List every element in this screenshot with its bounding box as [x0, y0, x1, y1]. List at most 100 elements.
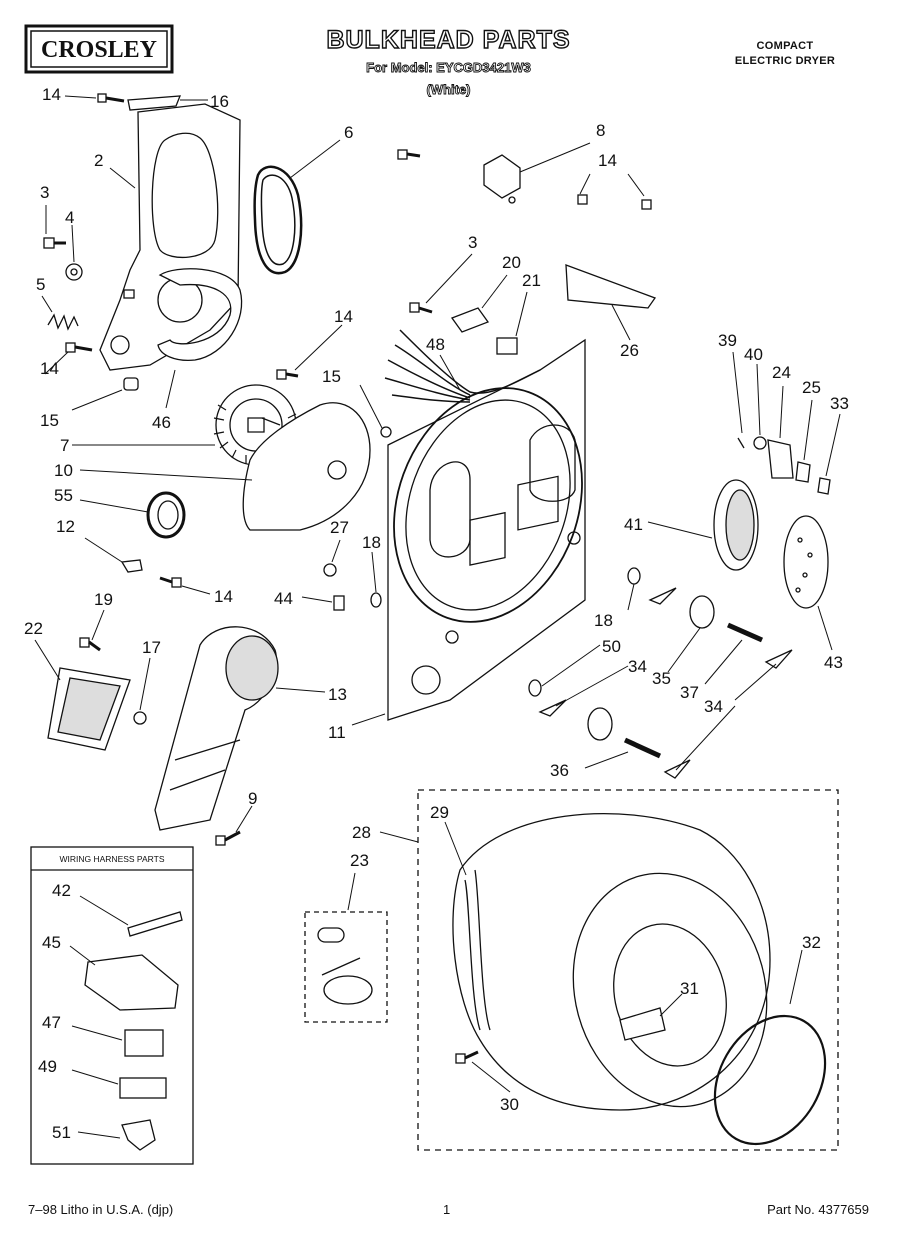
callout-17: 17: [142, 638, 161, 657]
part-39-pin: [737, 437, 745, 449]
part-37-axle: [726, 622, 764, 643]
part-32-drum-seal: [713, 1014, 827, 1146]
callout-49: 49: [38, 1057, 57, 1076]
callout-31: 31: [680, 979, 699, 998]
part-3-screw-b: [409, 302, 433, 314]
callout-10: 10: [54, 461, 73, 480]
callout-33: 33: [830, 394, 849, 413]
callout-34-a: 34: [628, 657, 647, 676]
part-45-connector: [84, 954, 179, 1011]
callout-50: 50: [602, 637, 621, 656]
callout-2: 2: [94, 151, 103, 170]
crosley-logo: CROSLEY: [24, 24, 174, 74]
callout-30: 30: [500, 1095, 519, 1114]
callout-29: 29: [430, 803, 449, 822]
part-41-exhaust-housing: [713, 479, 759, 571]
model-line: For Model: EYCGD3421W3: [366, 60, 532, 76]
part-44-bolt: [333, 595, 345, 611]
part-9-screw: [215, 830, 241, 846]
part-4-washer: [65, 263, 83, 281]
callout-3-b: 3: [468, 233, 477, 252]
callout-24: 24: [772, 363, 791, 382]
callout-14-e: 14: [334, 307, 353, 326]
callout-6: 6: [344, 123, 353, 142]
callout-20: 20: [502, 253, 521, 272]
callout-8: 8: [596, 121, 605, 140]
callout-39: 39: [718, 331, 737, 350]
callout-46: 46: [152, 413, 171, 432]
part-14-screw-f: [276, 369, 299, 380]
part-14-screw-e: [577, 194, 652, 210]
callout-23: 23: [350, 851, 369, 870]
callout-35: 35: [652, 669, 671, 688]
callout-37: 37: [680, 683, 699, 702]
callout-15-b: 15: [322, 367, 341, 386]
callout-22: 22: [24, 619, 43, 638]
part-42-terminal: [127, 911, 183, 937]
part-34-bracket-b: [764, 649, 793, 669]
part-22-lint-screen: [47, 667, 131, 751]
callout-21: 21: [522, 271, 541, 290]
callout-27: 27: [330, 518, 349, 537]
part-30-screw: [455, 1050, 479, 1064]
part-10-blower-housing: [242, 402, 371, 531]
part-36-axle: [623, 737, 662, 759]
part-24-latch: [767, 439, 794, 479]
part-50-washer: [528, 679, 542, 697]
part-15-plug-b: [380, 426, 392, 438]
part-14-screw-a: [97, 93, 125, 103]
callout-11: 11: [328, 723, 346, 742]
part-48-wire-harness: [384, 329, 541, 403]
callout-16: 16: [210, 92, 229, 111]
page-title: BULKHEAD PARTS: [326, 25, 571, 54]
drum-assembly-frame: [417, 789, 839, 1151]
part-23-bearing: [317, 927, 345, 943]
part-18-washer-b: [627, 567, 641, 585]
part-23-clamp-wire: [321, 957, 361, 976]
callout-14-b: 14: [40, 359, 59, 378]
part-17-screw: [133, 711, 147, 725]
footer-page-number: 1: [443, 1202, 451, 1217]
part-13-lint-duct: [154, 626, 279, 831]
callout-14-d: 14: [598, 151, 617, 170]
part-15-plug: [123, 377, 139, 391]
callout-36: 36: [550, 761, 569, 780]
callout-47: 47: [42, 1013, 61, 1032]
part-40-washer: [753, 436, 767, 450]
callout-15-a: 15: [40, 411, 59, 430]
callout-19: 19: [94, 590, 113, 609]
part-5-spring: [47, 313, 79, 331]
part-19-screw: [79, 637, 101, 652]
callout-44: 44: [274, 589, 293, 608]
callout-45: 45: [42, 933, 61, 952]
part-20-connector: [450, 307, 490, 333]
footer-part-number: Part No. 4377659: [767, 1202, 869, 1217]
callout-9: 9: [248, 789, 257, 808]
part-49-connector: [119, 1077, 167, 1099]
part-34-bracket-a: [648, 587, 677, 605]
product-line-2: ELECTRIC DRYER: [734, 55, 836, 67]
part-34-bracket-d: [663, 759, 691, 779]
callout-5: 5: [36, 275, 45, 294]
callout-4: 4: [65, 208, 74, 227]
callout-25: 25: [802, 378, 821, 397]
footer-print-info: 7–98 Litho in U.S.A. (djp): [28, 1202, 174, 1217]
part-55-seal-ring: [146, 491, 186, 539]
callout-28: 28: [352, 823, 371, 842]
part-21-connector: [496, 337, 518, 355]
callout-7: 7: [60, 436, 69, 455]
color-line: (White): [426, 82, 471, 98]
part-14-screw-c: [159, 576, 182, 588]
leader-lines: [34, 95, 841, 1139]
part-34-bracket-c: [538, 699, 567, 717]
part-47-connector: [124, 1029, 164, 1057]
product-line-1: COMPACT: [756, 40, 814, 52]
part-12-clip: [120, 559, 143, 573]
part-14-screw-b: [65, 342, 93, 353]
brand-name: CROSLEY: [41, 37, 157, 63]
callout-18-a: 18: [362, 533, 381, 552]
part-46-bracket: [157, 268, 243, 361]
callout-43: 43: [824, 653, 843, 672]
part-23-kit-frame: [304, 911, 388, 1023]
